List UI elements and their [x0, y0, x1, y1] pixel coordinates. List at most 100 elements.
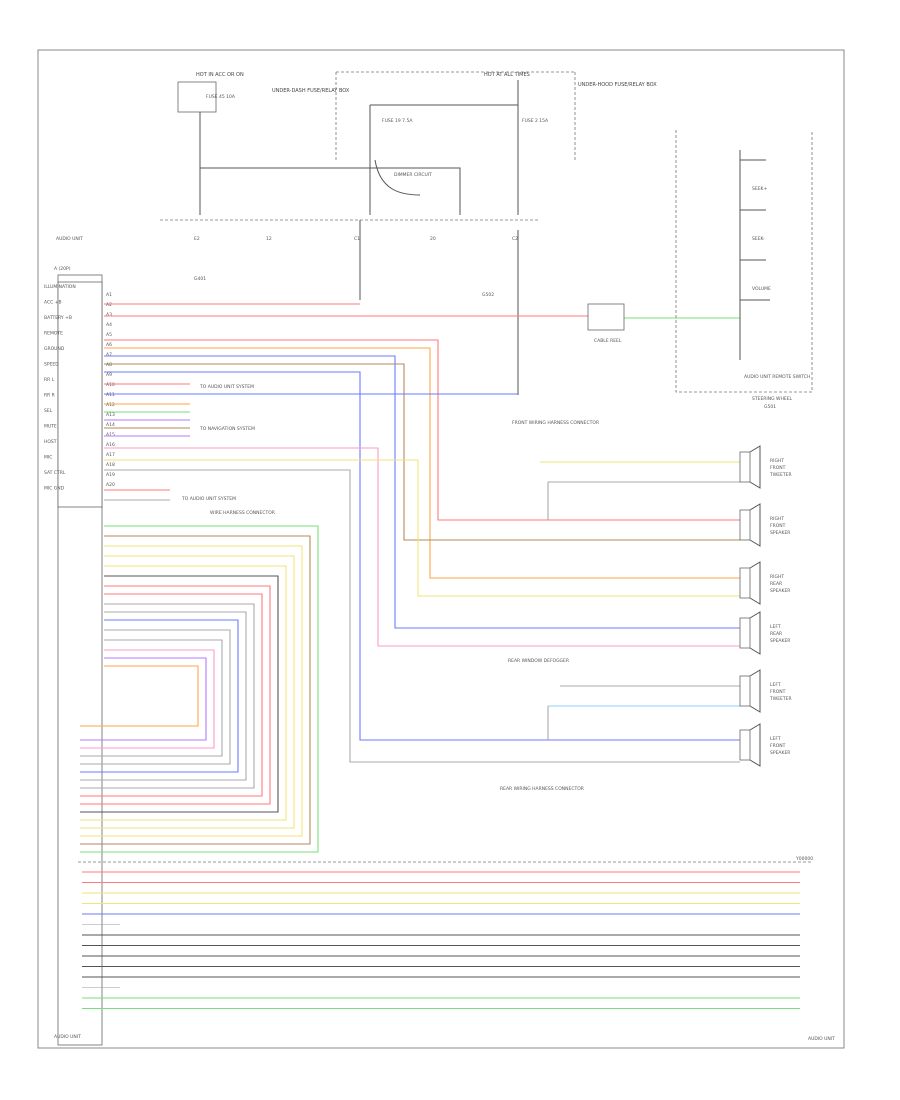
wire-loop-14: [80, 657, 207, 741]
ground-a-label: G401: [194, 276, 206, 282]
fuse-a-label: FUSE 45 10A: [206, 94, 236, 100]
switch-3-label: VOLUME: [752, 286, 771, 292]
wire-loop-2: [80, 545, 303, 837]
top-pin-2: 12: [266, 236, 272, 242]
audio-pin-label: A11: [106, 392, 115, 398]
lf-speaker-speaker-body: [739, 729, 751, 761]
wire-group: [80, 303, 740, 853]
pin-label-group: A1A2A3A4A5A6A7A8A9A10A11A12A13A14A15A16A…: [106, 292, 115, 488]
audio-pin-label: A15: [106, 432, 115, 438]
rf-tweeter-label: RIGHT: [770, 458, 784, 464]
lf-tweeter-label: LEFT: [770, 682, 781, 688]
bottom-page-code: Y00000: [795, 856, 813, 862]
rr-speaker-speaker-cone: [749, 561, 761, 605]
rf-tweeter-label: TWEETER: [769, 472, 792, 478]
wire-rr-spk-neg: [104, 459, 740, 597]
lr-speaker-label: REAR: [770, 631, 782, 637]
audio-pin-label: A5: [106, 332, 112, 338]
bottom-wire-group: [82, 871, 800, 1010]
wire-loop-4: [80, 565, 287, 821]
rf-speaker-speaker-body: [739, 509, 751, 541]
wire-loop-15: [80, 665, 199, 727]
audio-side-label: REMOTE: [44, 331, 63, 337]
switch-2-label: SEEK-: [752, 236, 765, 242]
rr-speaker-label: RIGHT: [770, 574, 784, 580]
steering-wheel-label: STEERING WHEEL: [752, 396, 793, 402]
top-pin-3: C1: [354, 236, 360, 242]
audio-pin-label: A2: [106, 302, 112, 308]
audio-side-label: MIC GND: [44, 486, 65, 492]
lf-tweeter-label: TWEETER: [769, 696, 792, 702]
wire-loop-5: [80, 575, 279, 813]
annotation-rear-wiring: REAR WIRING HARNESS CONNECTOR: [500, 786, 584, 792]
rf-speaker-speaker-cone: [749, 503, 761, 547]
audio-side-label: HOST: [44, 439, 57, 445]
audio-pin-label: A13: [106, 412, 115, 418]
wire-lr-spk-neg: [104, 447, 740, 647]
annotation-defogger: REAR WINDOW DEFOGGER: [508, 658, 569, 664]
audio-pin-label: A16: [106, 442, 115, 448]
wire-loop-9: [80, 611, 247, 781]
annotation-wire-connector: WIRE HARNESS CONNECTOR: [210, 510, 275, 516]
annotation-nav: TO NAVIGATION SYSTEM: [199, 426, 255, 432]
audio-pin-label: A6: [106, 342, 112, 348]
rf-speaker-label: RIGHT: [770, 516, 784, 522]
rf-tweeter-speaker-cone: [749, 445, 761, 489]
lf-tweeter-speaker-cone: [749, 669, 761, 713]
ground-b-label: G502: [482, 292, 494, 298]
steering-wheel-dashed-box: [675, 130, 813, 393]
lr-speaker-label: LEFT: [770, 624, 781, 630]
speaker-group: RIGHTFRONTTWEETERRIGHTFRONTSPEAKERRIGHTR…: [739, 445, 792, 767]
audio-pin-label: A8: [106, 362, 112, 368]
wire-loop-3: [80, 555, 295, 829]
audio-side-label: RR R: [44, 393, 55, 399]
acc-label: HOT IN ACC OR ON: [196, 72, 244, 78]
audio-pin-label: A1: [106, 292, 112, 298]
audio-side-label: BATTERY +B: [44, 315, 72, 321]
diagram-frame: [37, 49, 845, 1049]
hot-at-all-times-label: HOT AT ALL TIMES: [484, 72, 530, 78]
remote-switch-label: AUDIO UNIT REMOTE SWITCH: [744, 374, 810, 380]
audio-side-label: SPEED: [44, 362, 59, 368]
wire-rf-spk-pos: [104, 339, 740, 521]
rr-speaker-speaker-body: [739, 567, 751, 599]
annotation-front-wiring: FRONT WIRING HARNESS CONNECTOR: [512, 420, 599, 426]
wire-loop-11: [80, 629, 231, 765]
lf-speaker-label: FRONT: [770, 743, 786, 749]
dimmer-wire: [374, 159, 421, 196]
top-pin-labels: E2 12 C1 20 C2: [194, 236, 518, 242]
lr-speaker-speaker-cone: [749, 611, 761, 655]
wire-loop-6: [80, 585, 271, 805]
annotation-audio-2: TO AUDIO UNIT SYSTEM: [181, 496, 236, 502]
fuse-b-label: FUSE 19 7.5A: [382, 118, 413, 124]
audio-pin-label: A17: [106, 452, 115, 458]
lr-speaker-label: SPEAKER: [770, 638, 790, 644]
audio-pin-label: A7: [106, 352, 112, 358]
audio-pin-label: A3: [106, 312, 112, 318]
audio-pin-label: A10: [106, 382, 115, 388]
wire-lf-spk-pos: [104, 371, 740, 741]
rf-speaker-label: SPEAKER: [770, 530, 790, 536]
rf-tweeter-speaker-body: [739, 451, 751, 483]
audio-side-label: ILLUMINATION: [44, 284, 76, 290]
under-dash-box-label: UNDER-DASH FUSE/RELAY BOX: [272, 88, 350, 94]
wire-loop-7: [80, 593, 263, 797]
top-pin-5: C2: [512, 236, 518, 242]
audio-side-label: MIC: [44, 455, 52, 461]
top-pin-4: 20: [430, 236, 436, 242]
top-pin-1: E2: [194, 236, 200, 242]
audio-unit-bottom-label: AUDIO UNIT: [54, 1034, 81, 1040]
rf-speaker-label: FRONT: [770, 523, 786, 529]
wire-lf-spk-neg: [104, 469, 740, 763]
steering-ground-label: G501: [764, 404, 776, 410]
audio-pin-label: A12: [106, 402, 115, 408]
rf-tweeter-label: FRONT: [770, 465, 786, 471]
audio-side-label: SAT CTRL: [44, 470, 66, 476]
wire-loop-0: [80, 525, 319, 853]
wire-loop-1: [80, 535, 311, 845]
audio-side-label: RR L: [44, 377, 55, 383]
audio-unit-top-label: AUDIO UNIT: [56, 236, 83, 242]
lf-speaker-label: SPEAKER: [770, 750, 790, 756]
audio-side-label: MUTE: [44, 424, 57, 430]
